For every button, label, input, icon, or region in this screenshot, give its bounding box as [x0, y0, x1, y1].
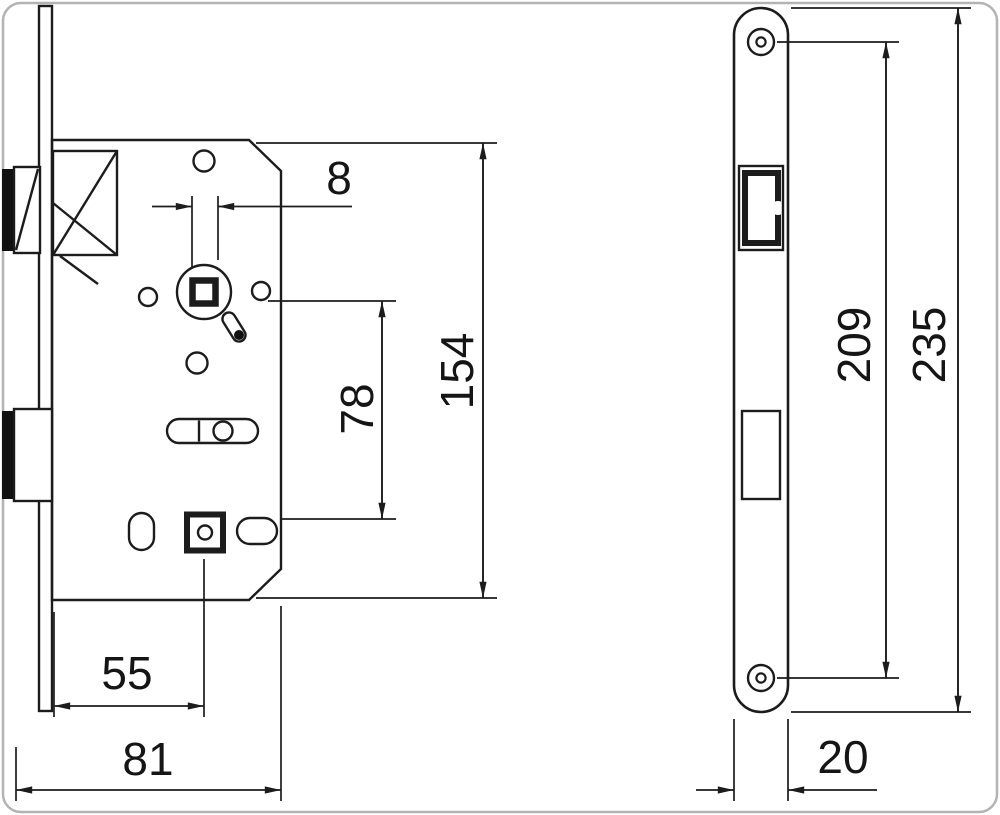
- slide-slot: [165, 417, 260, 445]
- side-hole-right: [250, 280, 272, 302]
- dead-bolt: [2, 407, 54, 503]
- spring-pin: [221, 311, 247, 343]
- bottom-slot-right: [235, 516, 279, 546]
- dim-case-depth: 81: [15, 606, 282, 801]
- wc-follower-center: [196, 524, 214, 541]
- dim-label-78: 78: [331, 383, 383, 434]
- latch-bevel-line: [14, 168, 40, 251]
- dim-follower-spacing: 78: [268, 300, 396, 520]
- dead-bolt-tip: [2, 411, 14, 499]
- screw-hole-inner: [755, 36, 767, 48]
- bottom-slot-left: [127, 511, 156, 552]
- dim-faceplate-width: 20: [696, 719, 877, 801]
- follower-square-hole: [189, 277, 219, 307]
- latch-lever-line: [59, 255, 99, 285]
- dim-label-154: 154: [431, 333, 483, 410]
- dim-faceplate-length: 235: [791, 7, 971, 713]
- front-view: [2, 4, 283, 713]
- screw-hole-top: [746, 27, 776, 57]
- top-fixing-hole: [192, 149, 216, 173]
- slide-slot-pin: [212, 420, 234, 442]
- dead-bolt-body: [12, 407, 54, 503]
- dim-label-20: 20: [817, 731, 868, 783]
- latch-spring-line: [51, 150, 119, 256]
- dim-label-55: 55: [101, 647, 152, 699]
- wc-follower-square: [184, 511, 226, 554]
- wc-follower: [184, 511, 226, 554]
- faceplate-plate: [732, 6, 790, 714]
- dim-label-81: 81: [122, 733, 173, 785]
- dim-backset: 55: [53, 559, 205, 717]
- side-hole-left: [137, 286, 159, 308]
- dim-case-height: 154: [256, 142, 497, 599]
- handle-follower: [175, 263, 233, 321]
- spring-pin-dot: [234, 330, 244, 340]
- dim-square-follower: 8: [152, 152, 352, 267]
- latch-mechanism: [51, 149, 119, 285]
- latch-bolt-tip: [2, 169, 14, 251]
- dim-screw-spacing: 209: [777, 41, 899, 679]
- spring-pin-slot: [221, 311, 247, 343]
- screw-hole-inner: [755, 672, 767, 684]
- lock-case: [50, 138, 283, 602]
- latch-face-notch: [771, 201, 785, 215]
- faceplate-edge: [37, 4, 54, 713]
- screw-hole-bottom: [746, 663, 776, 693]
- dim-label-235: 235: [903, 307, 955, 384]
- faceplate-front-view: [732, 6, 790, 714]
- latch-cutout-outline: [737, 164, 785, 252]
- dim-label-209: 209: [828, 307, 880, 384]
- latch-cutout: [737, 164, 785, 252]
- deadbolt-cutout: [740, 409, 782, 501]
- dim-label-8: 8: [326, 152, 352, 204]
- latch-spring-line-2: [52, 202, 118, 256]
- latch-bolt: [2, 165, 42, 255]
- middle-hole: [185, 351, 209, 375]
